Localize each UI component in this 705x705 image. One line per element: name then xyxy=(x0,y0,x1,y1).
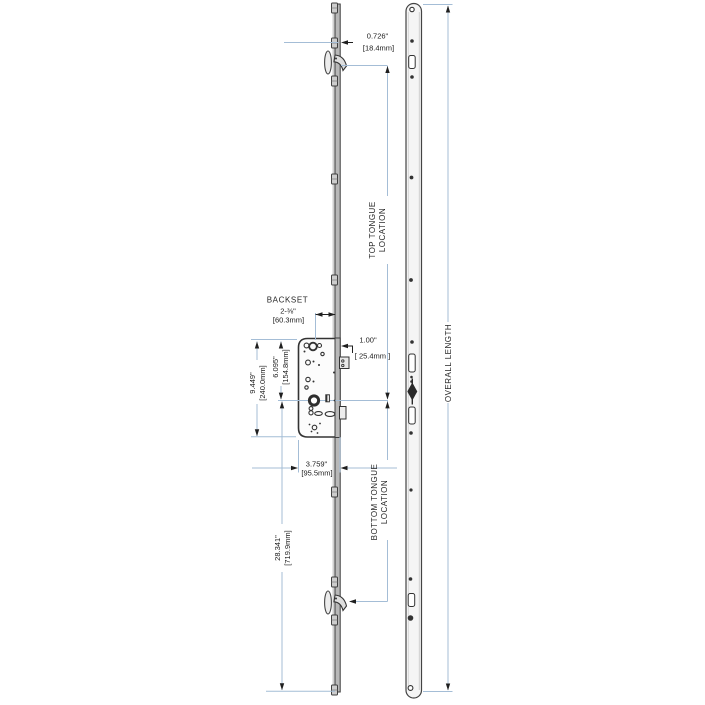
top-tongue-body xyxy=(324,50,332,75)
top-tongue-hook xyxy=(333,54,348,72)
dim-case-depth-inches: 3.759" xyxy=(305,459,328,468)
dimension-arrows xyxy=(254,5,451,691)
dim-center-to-bottom: 28.341" [719.9mm] xyxy=(273,530,293,565)
lock-case-holes xyxy=(303,341,336,434)
dim-case-depth-metric: [95.5mm] xyxy=(301,468,333,478)
dim-case-height-inches: 9.449" xyxy=(247,371,257,394)
latch-bolt xyxy=(339,356,350,369)
cylinder-hole xyxy=(324,411,336,417)
dim-case-top-to-center-metric: [154.8mm] xyxy=(281,349,290,385)
dim-backset-metric: [60.3mm] xyxy=(272,315,305,325)
keeper-rail xyxy=(405,2,423,699)
dim-center-to-bottom-inches: 28.341" xyxy=(272,535,282,561)
backset-label: BACKSET xyxy=(266,295,309,304)
dim-case-height-metric: [240.0mm] xyxy=(257,364,267,401)
deadbolt xyxy=(339,406,347,420)
dim-center-to-bottom-metric: [719.9mm] xyxy=(282,530,292,566)
dim-faceplate-width-inches: 1.00" xyxy=(359,335,377,345)
dim-case-height: 9.449" [240.0mm] xyxy=(248,365,268,400)
dim-case-top-to-center-inches: 6.095" xyxy=(271,356,280,378)
spindle-hub xyxy=(307,394,321,407)
dim-tongue-offset-inches: 0.726" xyxy=(366,31,389,40)
bottom-tongue-body xyxy=(324,590,332,615)
bottom-tongue-hook xyxy=(333,594,348,612)
dim-tongue-offset-metric: [18.4mm] xyxy=(362,43,395,52)
dimension-lines xyxy=(251,4,453,692)
overall-length-label: OVERALL LENGTH xyxy=(443,323,453,402)
dim-case-top-to-center: 6.095" [154.8mm] xyxy=(271,349,291,384)
dim-backset-inches: 2-⅜" xyxy=(280,306,296,315)
dim-faceplate-width-metric: [ 25.4mm ] xyxy=(354,351,391,360)
keeper-holes xyxy=(407,6,418,691)
top-tongue-location-label: TOP TONGUE LOCATION xyxy=(367,201,387,259)
adjustment-indicator xyxy=(407,378,418,405)
bottom-tongue-location-label: BOTTOM TONGUE LOCATION xyxy=(370,463,389,540)
